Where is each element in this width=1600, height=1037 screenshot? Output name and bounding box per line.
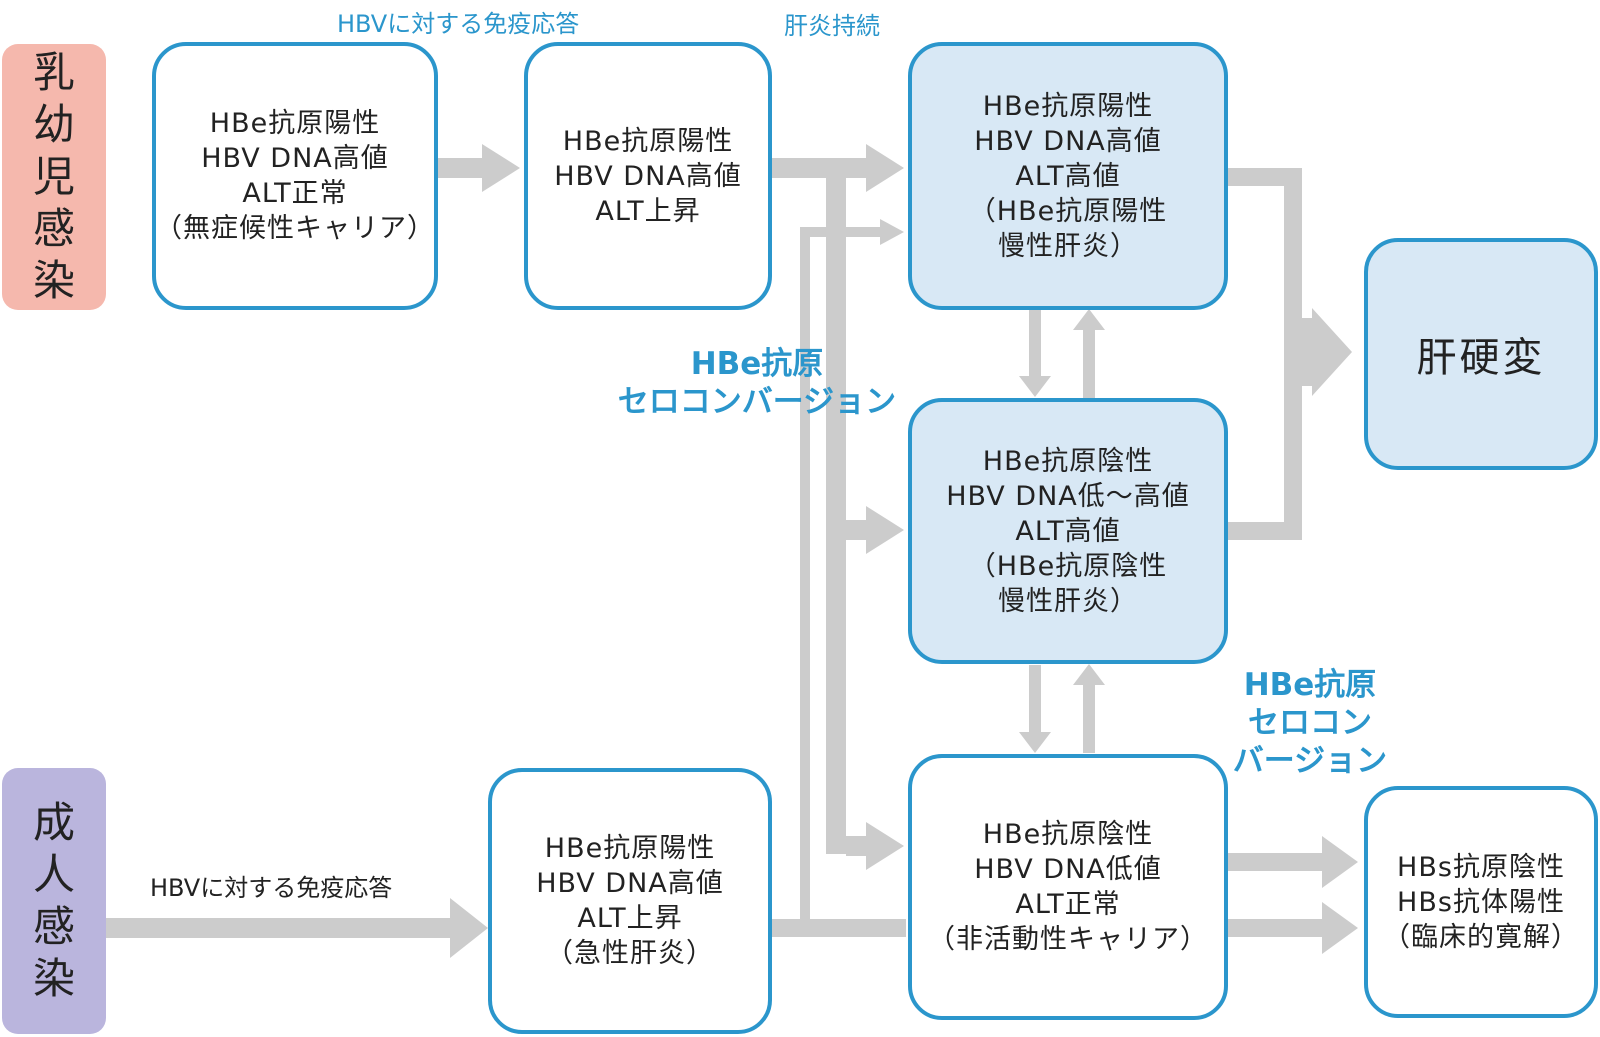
vertical-char: 幼 — [32, 100, 75, 149]
text-line: HBV DNA高値 — [974, 125, 1162, 157]
hbe-seroconversion-label-2: HBe抗原セロコンバージョン — [1230, 666, 1390, 780]
adult-infection-label: 成人感染 — [33, 797, 75, 1005]
text-line: （急性肝炎） — [545, 938, 714, 969]
text-line: HBV DNA低値 — [974, 854, 1162, 885]
text-line: HBV DNA低～高値 — [946, 480, 1190, 512]
acute-up-line — [800, 227, 810, 928]
text-line: ALT正常 — [1015, 889, 1121, 920]
arrow-neg-to-pos — [1073, 309, 1105, 398]
vertical-char: 児 — [32, 152, 75, 201]
box-asymptomatic-carrier-text: HBe抗原陽性 HBV DNA高値 ALT正常 （無症候性キャリア） — [155, 106, 435, 246]
text-line: （無症候性キャリア） — [155, 213, 435, 244]
box-asymptomatic-carrier: HBe抗原陽性 HBV DNA高値 ALT正常 （無症候性キャリア） — [152, 42, 438, 310]
infant-infection-tag: 乳幼児感染 — [2, 44, 106, 310]
text-line: HBe抗原陰性 — [982, 445, 1154, 477]
text-line: HBe抗原陽性 — [562, 125, 734, 157]
text-line: （HBe抗原陽性 — [968, 195, 1168, 227]
immune-response-adult-label: HBVに対する免疫応答 — [150, 874, 393, 902]
text-line: HBV DNA高値 — [536, 868, 724, 899]
text-line: HBe抗原陽性 — [209, 108, 381, 139]
text-line: HBs抗原陰性 — [1397, 851, 1565, 883]
text-line: （HBe抗原陰性 — [968, 550, 1168, 582]
adult-infection-tag: 成人感染 — [2, 768, 106, 1034]
text-line: HBV DNA高値 — [201, 143, 389, 174]
infant-infection-label: 乳幼児感染 — [33, 47, 75, 307]
hbe-seroconversion-label-1: HBe抗原セロコンバージョン — [612, 345, 902, 421]
text-line: ALT正常 — [242, 178, 348, 209]
arrow-neg-to-inactive — [1019, 665, 1051, 753]
arrow-inactive-to-remission-1 — [1228, 836, 1358, 888]
arrow-pos-to-cirrhosis — [1226, 168, 1352, 540]
text-line: ALT高値 — [1015, 160, 1121, 192]
box-inactive-carrier-text: HBe抗原陰性 HBV DNA低値 ALT正常 （非活動性キャリア） — [928, 817, 1208, 957]
arrow-to-hbe-neg-chronic — [846, 506, 904, 554]
box-cirrhosis: 肝硬変 — [1364, 238, 1598, 470]
trunk-line — [826, 168, 846, 854]
text-line: （臨床的寛解） — [1383, 921, 1579, 953]
vertical-char: 乳 — [32, 48, 75, 97]
text-line: HBe抗原 — [690, 346, 824, 382]
hepatitis-persistent-label: 肝炎持続 — [784, 12, 880, 40]
arrow-to-inactive-carrier — [846, 822, 904, 870]
text-line: HBV DNA高値 — [554, 160, 742, 192]
text-line: HBe抗原陰性 — [982, 819, 1154, 850]
arrow-inactive-to-remission-2 — [1228, 902, 1358, 954]
box-cirrhosis-text: 肝硬変 — [1416, 335, 1546, 381]
arrow-inactive-to-neg — [1073, 664, 1105, 753]
arrow-pos-to-neg — [1019, 310, 1051, 397]
box-acute-hepatitis-text: HBe抗原陽性 HBV DNA高値 ALT上昇 （急性肝炎） — [536, 831, 724, 971]
box-inactive-carrier: HBe抗原陰性 HBV DNA低値 ALT正常 （非活動性キャリア） — [908, 754, 1228, 1020]
text-line: バージョン — [1232, 743, 1388, 779]
text-line: HBe抗原 — [1243, 667, 1377, 703]
arrow-adult-to-acute — [100, 898, 488, 958]
text-line: HBs抗体陽性 — [1397, 886, 1565, 918]
text-line: ALT高値 — [1015, 515, 1121, 547]
text-line: HBe抗原陽性 — [982, 90, 1154, 122]
acute-out-line — [772, 919, 906, 937]
box-acute-hepatitis: HBe抗原陽性 HBV DNA高値 ALT上昇 （急性肝炎） — [488, 768, 772, 1034]
vertical-char: 染 — [32, 256, 75, 305]
text-line: ALT上昇 — [577, 903, 683, 934]
vertical-char: 染 — [32, 954, 75, 1003]
text-line: 慢性肝炎） — [997, 585, 1138, 617]
vertical-char: 人 — [32, 850, 75, 899]
immune-response-top-label: HBVに対する免疫応答 — [337, 10, 580, 38]
text-line: （非活動性キャリア） — [928, 924, 1208, 955]
text-line: セロコン — [1248, 705, 1372, 741]
text-line: 慢性肝炎） — [998, 230, 1138, 262]
vertical-char: 成 — [32, 798, 75, 847]
text-line: ALT上昇 — [595, 195, 701, 227]
arrow-carrier-to-alt-rise — [434, 144, 520, 192]
text-line: HBe抗原陽性 — [544, 833, 716, 864]
vertical-char: 感 — [32, 204, 75, 253]
vertical-char: 感 — [32, 902, 75, 951]
arrow-acute-to-hbe-pos — [805, 219, 904, 245]
text-line: セロコンバージョン — [617, 384, 897, 420]
